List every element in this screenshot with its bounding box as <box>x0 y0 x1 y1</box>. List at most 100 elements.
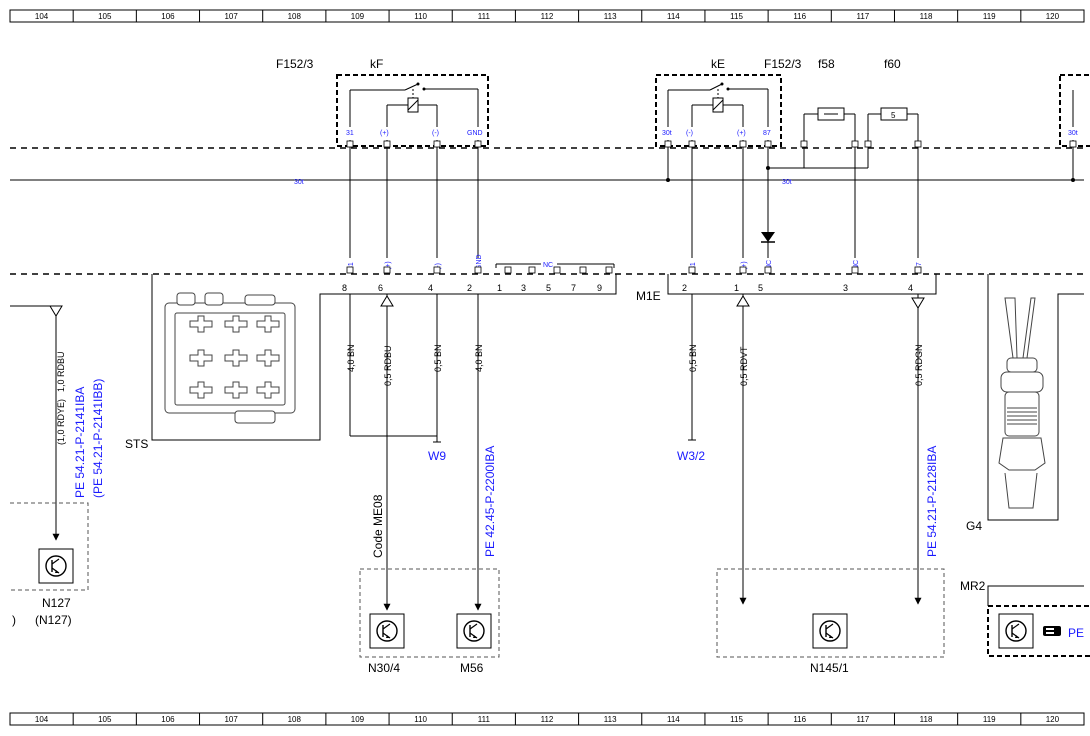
ruler-cell-117: 117 <box>856 715 869 724</box>
f60-label: f60 <box>884 57 901 71</box>
ruler-cell-104: 104 <box>35 715 49 724</box>
nc-label-left: NC <box>543 262 553 269</box>
wire-label-387: 0,5 RDBU <box>383 345 393 386</box>
ruler-cell-116: 116 <box>793 715 806 724</box>
m56-label: M56 <box>460 661 484 675</box>
sts-pin-number: 4 <box>428 283 433 293</box>
connector-pin-markers <box>346 266 922 274</box>
ruler-cell-106: 106 <box>161 12 175 21</box>
pe-2141-a: PE 54.21-P-2141IBA <box>73 387 87 498</box>
sts-pin-number: 8 <box>342 283 347 293</box>
ruler-cell-119: 119 <box>983 715 996 724</box>
conn-pin-gnd: GND <box>476 254 483 270</box>
f152-right-label: F152/3 <box>764 57 802 71</box>
kf-pin-31: 31 <box>346 130 354 137</box>
n145-1-label: N145/1 <box>810 661 849 675</box>
wire-label-478: 4,0 BN <box>474 344 484 372</box>
bus-30t-label-right: 30t <box>782 179 792 186</box>
ruler-cell-107: 107 <box>224 12 238 21</box>
g4-label: G4 <box>966 519 982 533</box>
sts-pin-number: 5 <box>546 283 551 293</box>
ke-pin-87: 87 <box>763 130 771 137</box>
fuse-f58 <box>803 107 856 168</box>
nc-bracket: NC <box>495 260 615 269</box>
m1e-pin-number: 4 <box>908 283 913 293</box>
ruler-cell-120: 120 <box>1046 12 1060 21</box>
n30-m56-box <box>359 568 500 658</box>
n127-transistor-icon <box>38 548 74 584</box>
wire-label-350: 4,0 BN <box>346 344 356 372</box>
f152-left-label: F152/3 <box>276 57 314 71</box>
conn-r-pin-87: 87 <box>916 262 923 270</box>
conn-r-pin-31: 31 <box>690 262 697 270</box>
kf-pin-minus: (-) <box>432 130 439 137</box>
ke-pin-minus: (-) <box>686 130 693 137</box>
conn-r-pin-nc2: NC <box>853 260 860 270</box>
n30-4-label: N30/4 <box>368 661 400 675</box>
ruler-cell-113: 113 <box>604 715 617 724</box>
pe-2200: PE 42.45-P-2200IBA <box>483 446 497 557</box>
sts-pin-number: 9 <box>597 283 602 293</box>
m1e-pin-number: 5 <box>758 283 763 293</box>
ruler-cell-115: 115 <box>730 12 743 21</box>
rail-pin-markers <box>346 140 1077 148</box>
n145-1-transistor-icon <box>812 613 848 649</box>
n127-paren: ) <box>12 613 16 627</box>
ruler-cell-115: 115 <box>730 715 743 724</box>
ruler-cell-111: 111 <box>478 715 491 724</box>
m56-transistor-icon <box>456 613 492 649</box>
ruler-cell-108: 108 <box>288 715 302 724</box>
n127-label: N127 <box>42 596 71 610</box>
hand-pointer-icon <box>1043 626 1061 636</box>
ruler-cell-110: 110 <box>414 12 427 21</box>
connector-sts <box>151 274 617 441</box>
sts-pin-number: 3 <box>521 283 526 293</box>
connector-g4 <box>987 274 1084 521</box>
ruler-cell-118: 118 <box>920 715 933 724</box>
ruler-cell-107: 107 <box>224 715 238 724</box>
sts-pin-number: 1 <box>497 283 502 293</box>
ruler-cell-113: 113 <box>604 12 617 21</box>
ke-pin-plus: (+) <box>737 130 746 137</box>
n127-box <box>10 502 89 591</box>
relay-ke: 30t (-) (+) 87 <box>655 74 782 147</box>
fuse-f60: 5 <box>867 107 919 168</box>
n127-alt-label: (N127) <box>35 613 72 627</box>
relay-partial-right <box>1059 74 1090 147</box>
ruler-cell-109: 109 <box>351 715 365 724</box>
ruler-cell-119: 119 <box>983 12 996 21</box>
n30-4-transistor-icon <box>369 613 405 649</box>
ruler-cell-118: 118 <box>920 12 933 21</box>
wire-label-743: 0,5 RDVT <box>739 346 749 386</box>
ruler-cell-116: 116 <box>793 12 806 21</box>
ruler-cell-108: 108 <box>288 12 302 21</box>
m1e-label: M1E <box>636 289 661 303</box>
m1e-pin-number: 3 <box>843 283 848 293</box>
mr2-transistor-icon <box>998 613 1034 649</box>
n145-box <box>716 568 945 658</box>
m1e-pin-number: 1 <box>734 283 739 293</box>
conn-r-pin-nc1: NC <box>766 260 773 270</box>
ruler-cell-114: 114 <box>667 12 680 21</box>
wire-label-n127-b: (1,0 RDYE) <box>56 399 66 445</box>
conn-pin-plus: (+) <box>385 261 392 270</box>
sts-label: STS <box>125 437 148 451</box>
bus-30t-label-left: 30t <box>294 179 304 186</box>
ruler-cell-117: 117 <box>856 12 869 21</box>
pe-2128: PE 54.21-P-2128IBA <box>925 446 939 557</box>
ruler-cell-106: 106 <box>161 715 175 724</box>
ground-w32: W3/2 <box>677 449 705 463</box>
ke-label: kE <box>711 57 725 71</box>
conn-r-pin-plus: (+) <box>741 261 748 270</box>
ruler-cell-111: 111 <box>478 12 491 21</box>
wire-label-918: 0,5 RDGN <box>914 344 924 386</box>
kf-pin-plus: (+) <box>380 130 389 137</box>
ruler-cell-112: 112 <box>541 12 554 21</box>
ruler-cell-120: 120 <box>1046 715 1060 724</box>
m1e-pin-number: 2 <box>682 283 687 293</box>
conn-pin-31: 31 <box>348 262 355 270</box>
ruler-cell-110: 110 <box>414 715 427 724</box>
relay-kf: 31 (+) (-) GND <box>336 74 489 147</box>
